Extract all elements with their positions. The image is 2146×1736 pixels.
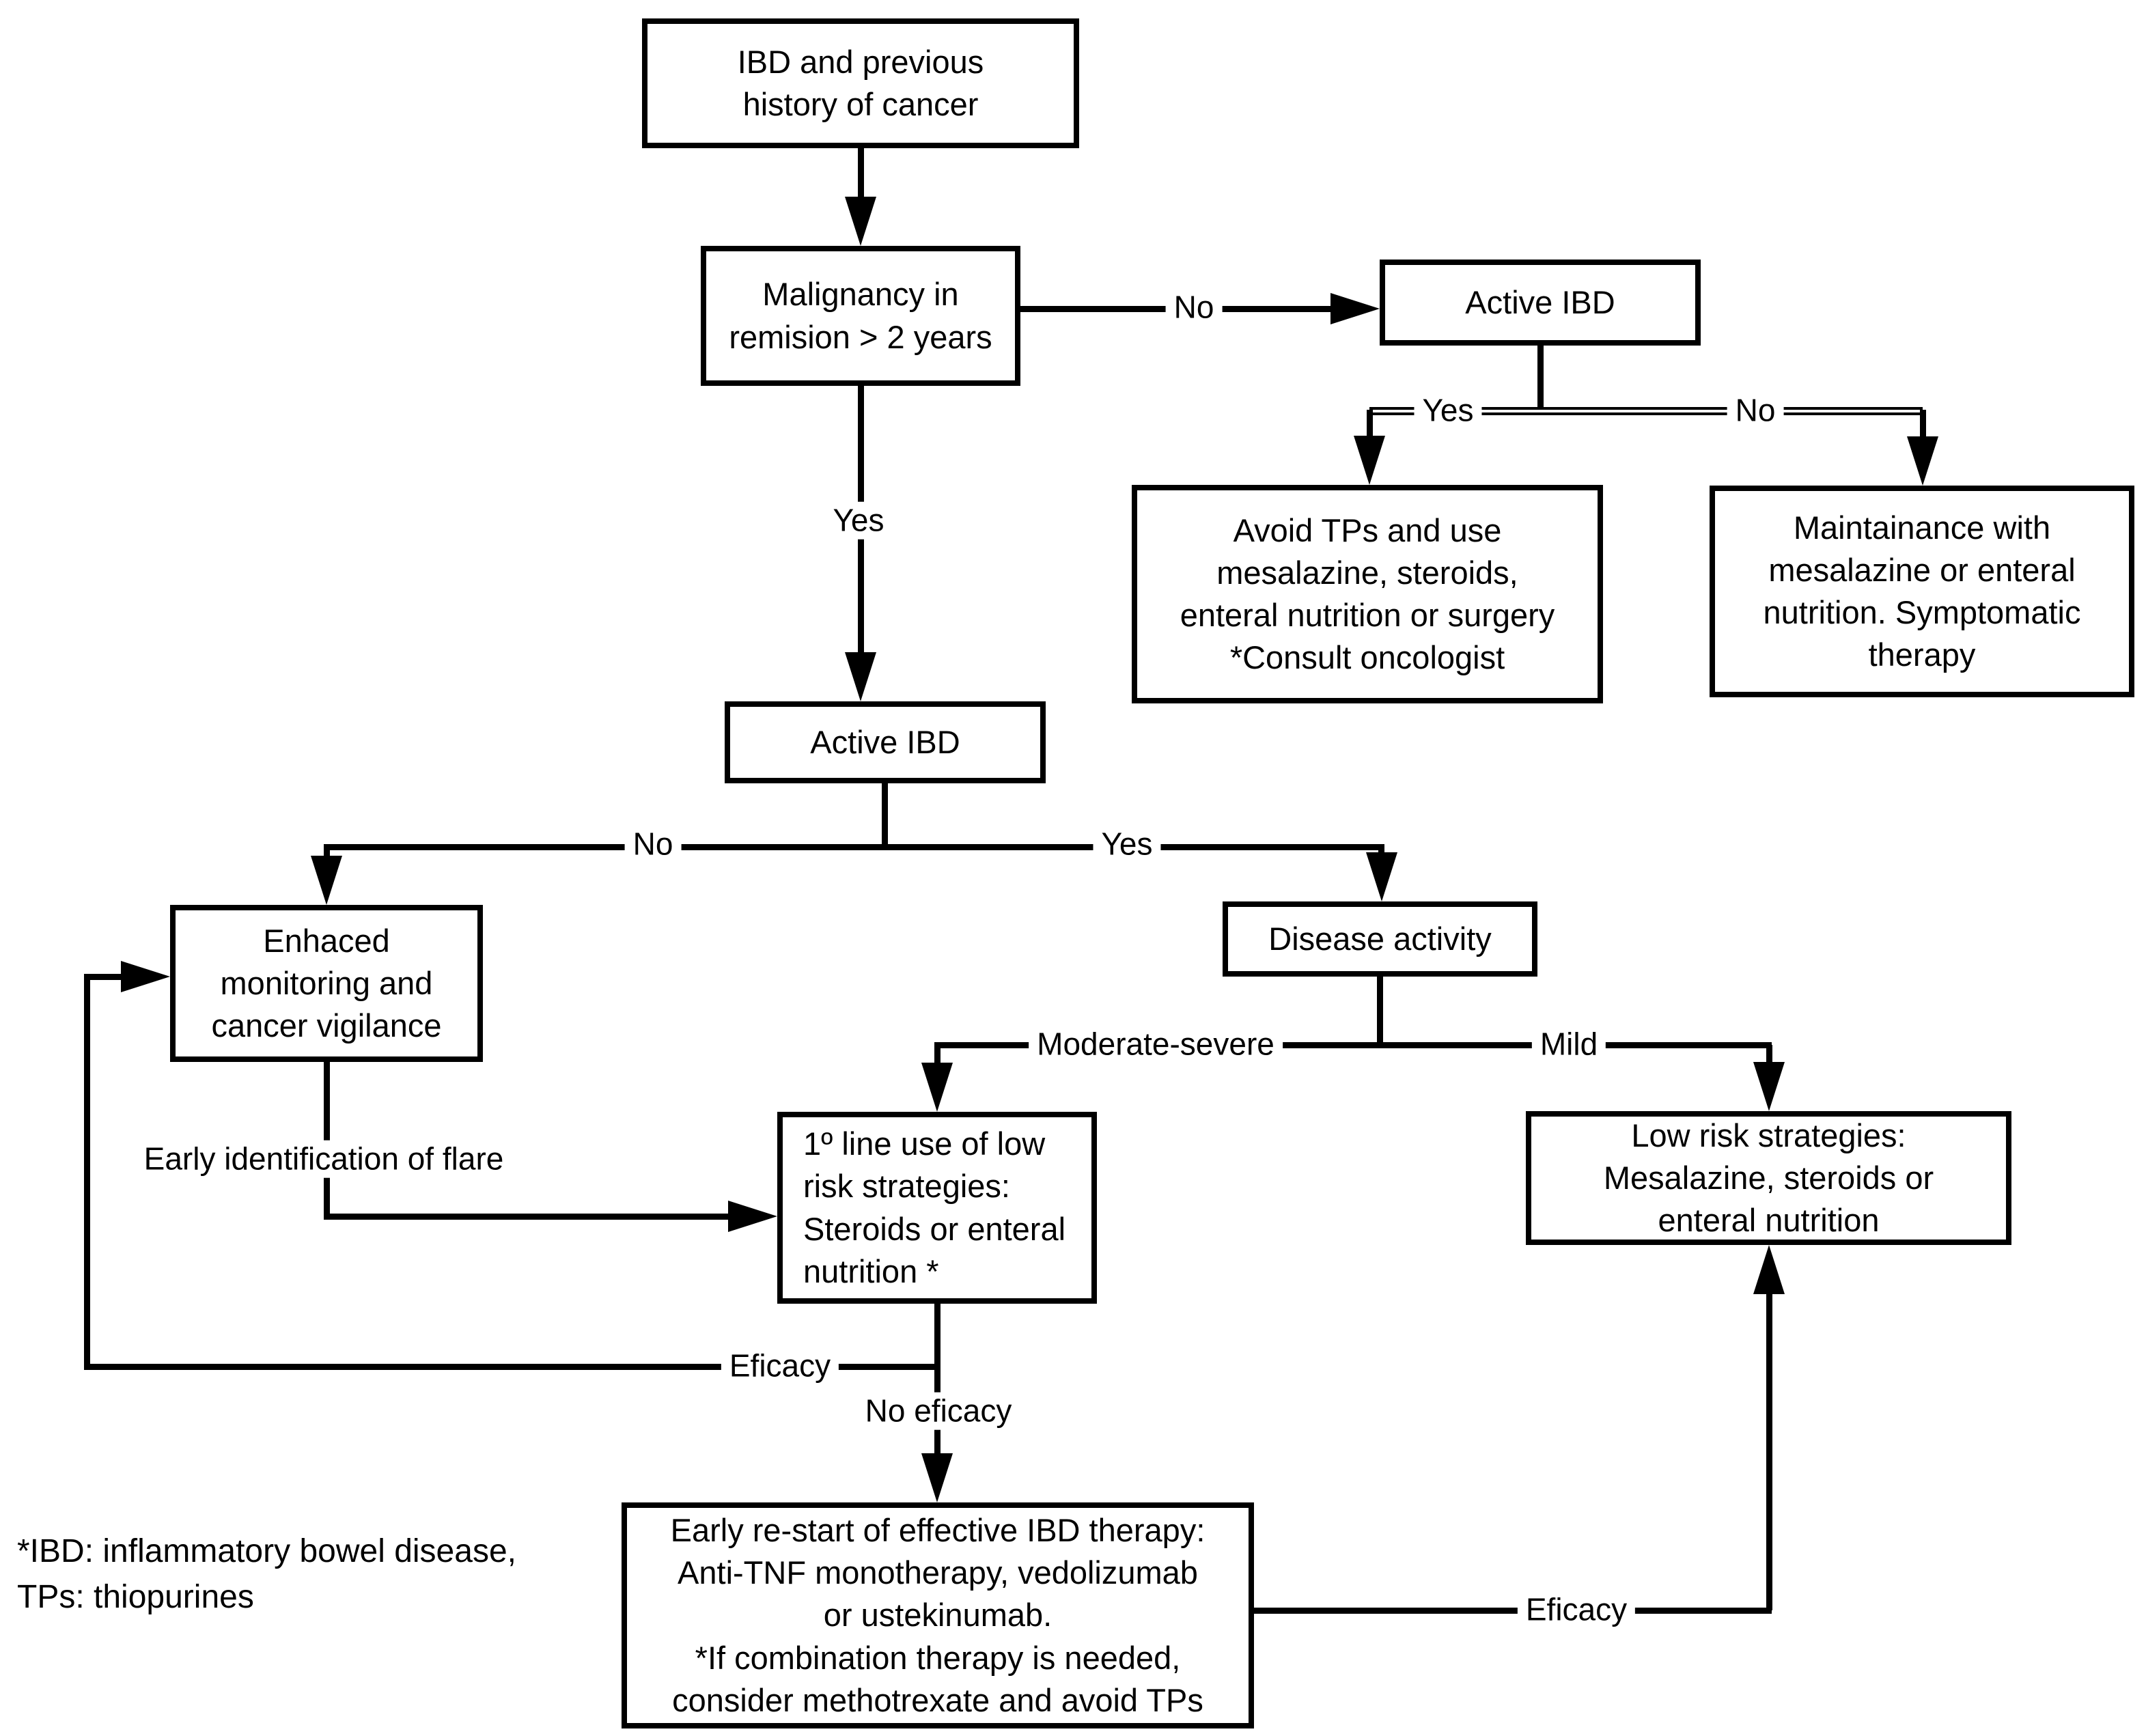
node-active-ibd-top-label: Active IBD bbox=[1465, 283, 1615, 320]
node-disease-activity-label: Disease activity bbox=[1268, 920, 1492, 957]
node-active-ibd-mid-label: Active IBD bbox=[810, 723, 960, 760]
edge-label-moderate-severe: Moderate-severe bbox=[1029, 1025, 1283, 1063]
line-active-ibd-top-stem bbox=[1537, 346, 1544, 415]
node-low-risk-label: Low risk strategies: Mesalazine, steroid… bbox=[1603, 1117, 1934, 1239]
node-active-ibd-mid: Active IBD bbox=[725, 701, 1046, 783]
edge-label-yes-active-top: Yes bbox=[1414, 391, 1482, 430]
line-history-to-malignancy bbox=[858, 148, 864, 203]
node-ibd-history-label: IBD and previous history of cancer bbox=[737, 43, 984, 122]
edge-label-eficacy-left: Eficacy bbox=[721, 1347, 839, 1385]
line-branch-to-enhanced bbox=[324, 847, 330, 860]
node-enhanced-monitoring: Enhaced monitoring and cancer vigilance bbox=[170, 905, 483, 1062]
line-first-line-down bbox=[934, 1304, 940, 1457]
arrowhead-right-active-ibd-top bbox=[1330, 293, 1380, 324]
node-avoid-tps-label: Avoid TPs and use mesalazine, steroids, … bbox=[1180, 512, 1555, 676]
line-branch-active-ibd-top bbox=[1369, 407, 1923, 415]
line-loop-to-enhanced bbox=[84, 974, 125, 980]
arrowhead-down-low-risk bbox=[1753, 1062, 1785, 1111]
node-disease-activity: Disease activity bbox=[1223, 901, 1537, 977]
line-branch-disease-activity bbox=[934, 1042, 1772, 1048]
line-eficacy-left bbox=[84, 1364, 940, 1370]
node-ibd-history: IBD and previous history of cancer bbox=[642, 18, 1079, 148]
arrowhead-down-first-line bbox=[921, 1063, 953, 1112]
line-branch-to-avoid-tps bbox=[1367, 410, 1373, 440]
line-branch-to-first-line bbox=[934, 1045, 940, 1067]
line-enhanced-down bbox=[324, 1062, 330, 1216]
arrowhead-down-restart bbox=[921, 1453, 953, 1502]
node-maintenance: Maintainance with mesalazine or enteral … bbox=[1710, 486, 2134, 697]
line-disease-activity-stem bbox=[1377, 977, 1383, 1048]
edge-label-yes-remission: Yes bbox=[824, 501, 893, 540]
line-eficacy-left-up bbox=[84, 977, 90, 1370]
edge-label-mild: Mild bbox=[1531, 1025, 1606, 1063]
node-avoid-tps: Avoid TPs and use mesalazine, steroids, … bbox=[1132, 485, 1603, 703]
arrowhead-down-active-ibd-mid bbox=[845, 652, 876, 701]
line-eficacy-right bbox=[1254, 1608, 1772, 1614]
node-restart: Early re-start of effective IBD therapy:… bbox=[622, 1502, 1254, 1728]
edge-label-no-eficacy: No eficacy bbox=[856, 1392, 1020, 1430]
arrowhead-down-malignancy bbox=[845, 197, 876, 246]
node-first-line: 1º line use of low risk strategies: Ster… bbox=[777, 1112, 1097, 1304]
line-eficacy-right-up bbox=[1766, 1291, 1772, 1610]
line-branch-active-ibd-mid bbox=[324, 844, 1384, 850]
node-maintenance-label: Maintainance with mesalazine or enteral … bbox=[1763, 509, 2081, 673]
edge-label-no-active-top: No bbox=[1727, 391, 1784, 430]
arrowhead-down-disease-activity bbox=[1366, 852, 1397, 901]
arrowhead-right-enhanced bbox=[121, 961, 170, 992]
arrowhead-up-low-risk bbox=[1753, 1245, 1785, 1294]
node-first-line-label: 1º line use of low risk strategies: Ster… bbox=[803, 1125, 1066, 1289]
node-restart-label: Early re-start of effective IBD therapy:… bbox=[670, 1512, 1206, 1718]
node-low-risk: Low risk strategies: Mesalazine, steroid… bbox=[1526, 1111, 2011, 1245]
arrowhead-down-enhanced bbox=[311, 856, 342, 905]
edge-label-early-identification: Early identification of flare bbox=[135, 1140, 512, 1178]
arrowhead-right-first-line bbox=[728, 1201, 777, 1232]
edge-label-yes-active-mid: Yes bbox=[1093, 825, 1161, 863]
node-malignancy-label: Malignancy in remision > 2 years bbox=[729, 276, 992, 355]
node-enhanced-monitoring-label: Enhaced monitoring and cancer vigilance bbox=[211, 922, 442, 1044]
edge-label-no-active-mid: No bbox=[624, 825, 682, 863]
arrowhead-down-avoid-tps bbox=[1354, 436, 1385, 485]
node-active-ibd-top: Active IBD bbox=[1380, 260, 1701, 346]
line-branch-to-low-risk bbox=[1766, 1045, 1772, 1066]
node-malignancy: Malignancy in remision > 2 years bbox=[701, 246, 1020, 386]
edge-label-no-remission: No bbox=[1165, 288, 1223, 326]
line-branch-to-maintenance bbox=[1920, 410, 1926, 440]
footnote-abbreviations: *IBD: inflammatory bowel disease, TPs: t… bbox=[17, 1533, 516, 1616]
line-active-ibd-mid-stem bbox=[882, 783, 888, 850]
line-flare-to-first-line bbox=[324, 1214, 734, 1220]
arrowhead-down-maintenance bbox=[1907, 436, 1938, 486]
edge-label-eficacy-right: Eficacy bbox=[1517, 1591, 1636, 1629]
